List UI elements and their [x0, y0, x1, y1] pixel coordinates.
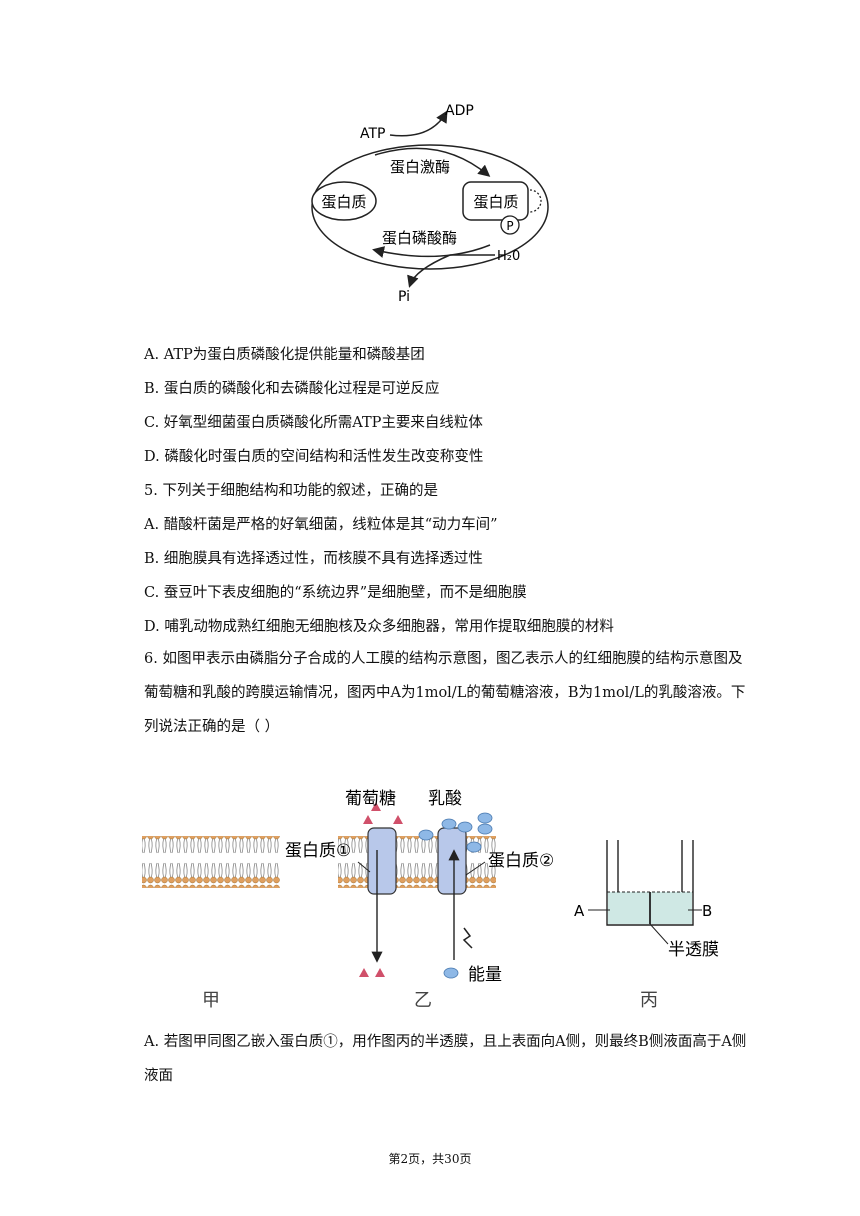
- phosphate-label: P: [506, 219, 513, 233]
- protein2-label: 蛋白质②: [488, 851, 554, 871]
- membrane-pointer: [649, 923, 669, 945]
- q4-option-c: C. 好氧型细菌蛋白质磷酸化所需ATP主要来自线粒体: [144, 415, 483, 431]
- q4-option-a: A. ATP为蛋白质磷酸化提供能量和磷酸基团: [144, 347, 425, 363]
- atp-adp-arrow: [389, 110, 448, 137]
- kinase-arrow: [374, 147, 491, 177]
- artificial-membrane: [142, 836, 280, 888]
- pi-label: Pi: [398, 289, 410, 305]
- protein1-label: 蛋白质①: [285, 841, 351, 861]
- lactate-molecule: [477, 823, 493, 835]
- lactate-label: 乳酸: [428, 789, 462, 809]
- atp-label: ATP: [360, 126, 385, 142]
- adp-label: ADP: [445, 103, 474, 119]
- kinase-label: 蛋白激酶: [390, 158, 450, 176]
- lactate-molecule: [441, 818, 457, 830]
- phosphatase-arrow: [372, 244, 491, 258]
- pi-arrow: [407, 254, 451, 288]
- q4-option-d: D. 磷酸化时蛋白质的空间结构和活性发生改变称变性: [144, 449, 484, 465]
- energy-label: 能量: [468, 965, 502, 985]
- side-a-label: A: [574, 902, 585, 920]
- glucose-triangle: [371, 802, 381, 811]
- energy-bolt-icon: [462, 927, 473, 949]
- cycle-ellipse: [311, 144, 549, 270]
- membrane-label: 半透膜: [668, 940, 719, 960]
- phosphatase-label: 蛋白磷酸酶: [382, 229, 457, 247]
- phosphorylation-diagram: ATP ADP 蛋白激酶 蛋白磷酸酶 蛋白质 蛋白质 P H₂0 Pi: [311, 103, 549, 305]
- q6-stem: 6. 如图甲表示由磷脂分子合成的人工膜的结构示意图，图乙表示人的红细胞膜的结构示…: [144, 651, 746, 735]
- protein2-channel: [437, 827, 467, 895]
- protein1-pointer: [357, 861, 371, 873]
- glucose-triangle: [359, 968, 369, 977]
- lactate-molecule: [418, 829, 434, 841]
- protein1-channel: [367, 827, 397, 895]
- jia-label: 甲: [202, 990, 220, 1011]
- protein2-pointer: [465, 861, 486, 876]
- protein-left-box: [311, 181, 377, 221]
- glucose-triangle: [363, 815, 373, 824]
- lactate-molecule: [457, 821, 473, 833]
- q5-option-d: D. 哺乳动物成熟红细胞无细胞核及众多细胞器，常用作提取细胞膜的材料: [144, 619, 614, 635]
- q5-stem: 5. 下列关于细胞结构和功能的叙述，正确的是: [144, 483, 438, 499]
- protein-left-label: 蛋白质: [321, 193, 366, 211]
- q5-option-c: C. 蚕豆叶下表皮细胞的“系统边界”是细胞壁，而不是细胞膜: [144, 585, 527, 601]
- q6-option-a: A. 若图甲同图乙嵌入蛋白质①，用作图丙的半透膜，且上表面向A侧，则最终B侧液面…: [144, 1034, 747, 1084]
- phosphate-circle: [500, 215, 520, 235]
- bing-label: 丙: [640, 990, 658, 1011]
- lactate-molecule: [477, 812, 493, 824]
- u-tube: [606, 840, 694, 926]
- page-footer: 第2页，共30页: [388, 1152, 472, 1166]
- glucose-triangle: [375, 968, 385, 977]
- side-b-label: B: [702, 902, 712, 920]
- lactate-molecule: [443, 967, 459, 979]
- yi-label: 乙: [414, 990, 432, 1011]
- q5-option-a: A. 醋酸杆菌是严格的好氧细菌，线粒体是其“动力车间”: [144, 517, 498, 533]
- glucose-label: 葡萄糖: [345, 789, 396, 809]
- q5-option-b: B. 细胞膜具有选择透过性，而核膜不具有选择透过性: [144, 551, 483, 567]
- h2o-label: H₂0: [497, 249, 520, 264]
- lactate-molecule: [466, 841, 482, 853]
- protein-right-label: 蛋白质: [473, 193, 518, 211]
- active-site-icon: [529, 189, 542, 213]
- glucose-triangle: [393, 815, 403, 824]
- membrane-diagram: 葡萄糖 乳酸 蛋白质① 蛋白质② 能量 A B 半透膜 甲 乙 丙: [142, 789, 719, 1011]
- protein-right-box: [462, 181, 529, 221]
- q4-option-b: B. 蛋白质的磷酸化和去磷酸化过程是可逆反应: [144, 381, 440, 397]
